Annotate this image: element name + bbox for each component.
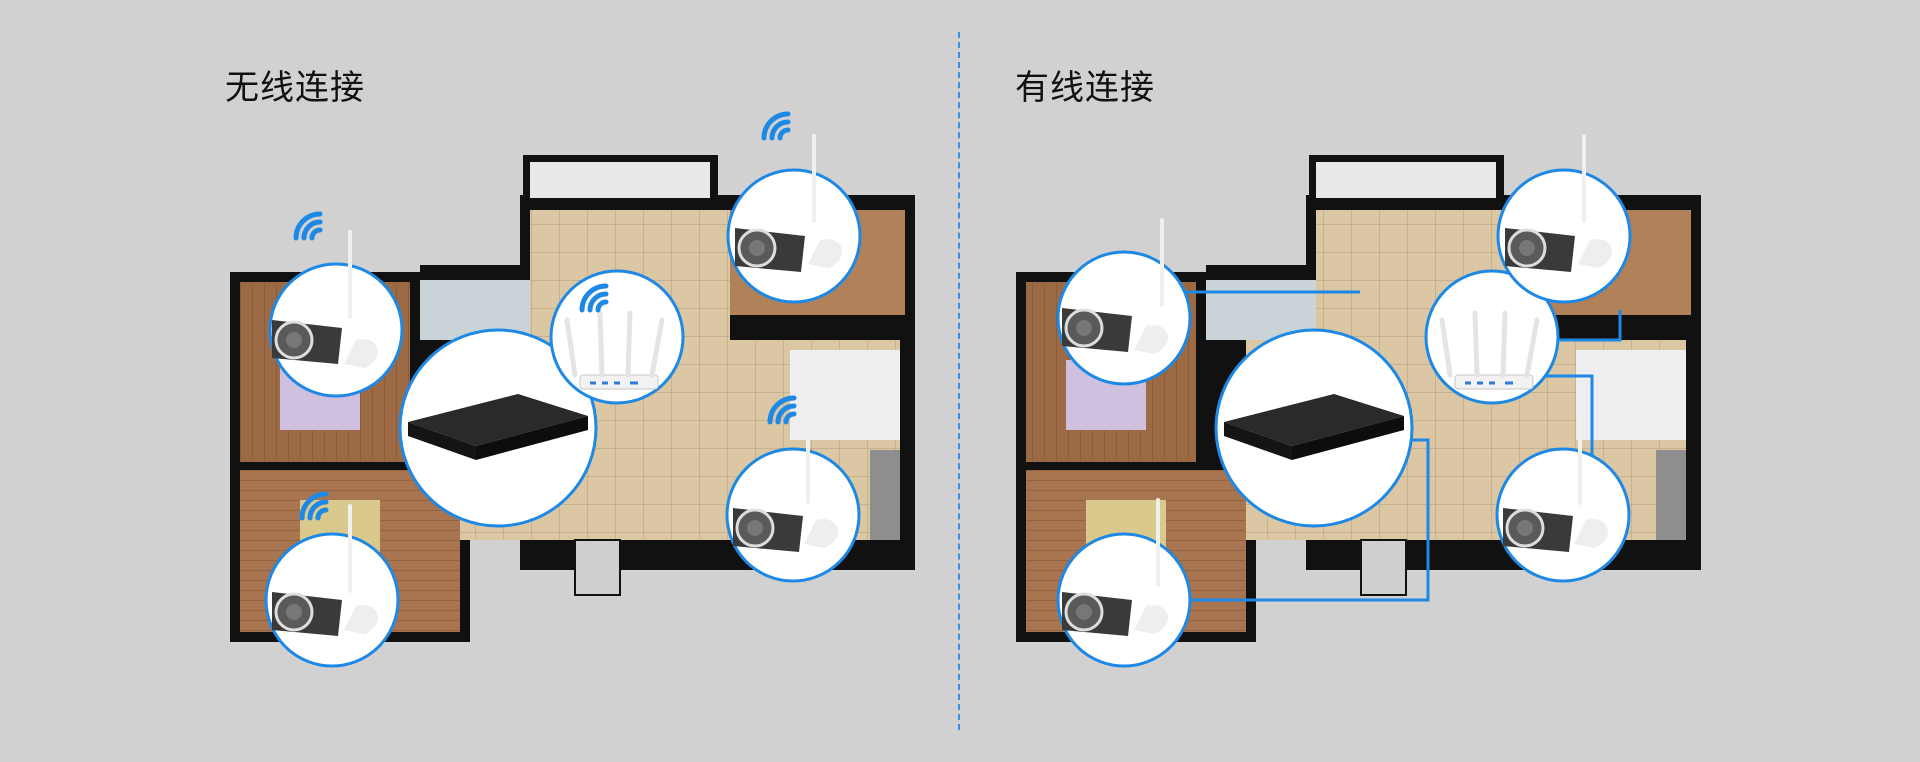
- camera-2: [264, 504, 400, 668]
- wifi-icon-1: [293, 211, 323, 241]
- wired-floorplan: [1016, 134, 1701, 668]
- wired-title: 有线连接: [1015, 68, 1155, 108]
- wireless-panel: 无线连接: [225, 68, 915, 668]
- wifi-icon-4: [579, 283, 609, 313]
- camera-4: [725, 416, 861, 583]
- wired-panel: 有线连接: [960, 0, 1920, 762]
- wifi-icon-2: [299, 491, 329, 521]
- nvr-device: [398, 328, 598, 528]
- camera-3: [726, 134, 862, 304]
- camera-4: [1495, 416, 1631, 583]
- wireless-title: 无线连接: [225, 68, 365, 108]
- camera-2: [1056, 498, 1192, 668]
- camera-1: [1056, 218, 1192, 386]
- wireless-floorplan: [230, 111, 915, 668]
- wifi-icon-3: [761, 111, 791, 141]
- camera-3: [1496, 134, 1632, 304]
- camera-1: [268, 230, 404, 398]
- wifi-icon-5: [767, 395, 797, 425]
- router-device: [1424, 269, 1560, 405]
- nvr-device: [1214, 328, 1414, 528]
- panel-divider: [958, 32, 960, 730]
- router-device: [549, 269, 685, 405]
